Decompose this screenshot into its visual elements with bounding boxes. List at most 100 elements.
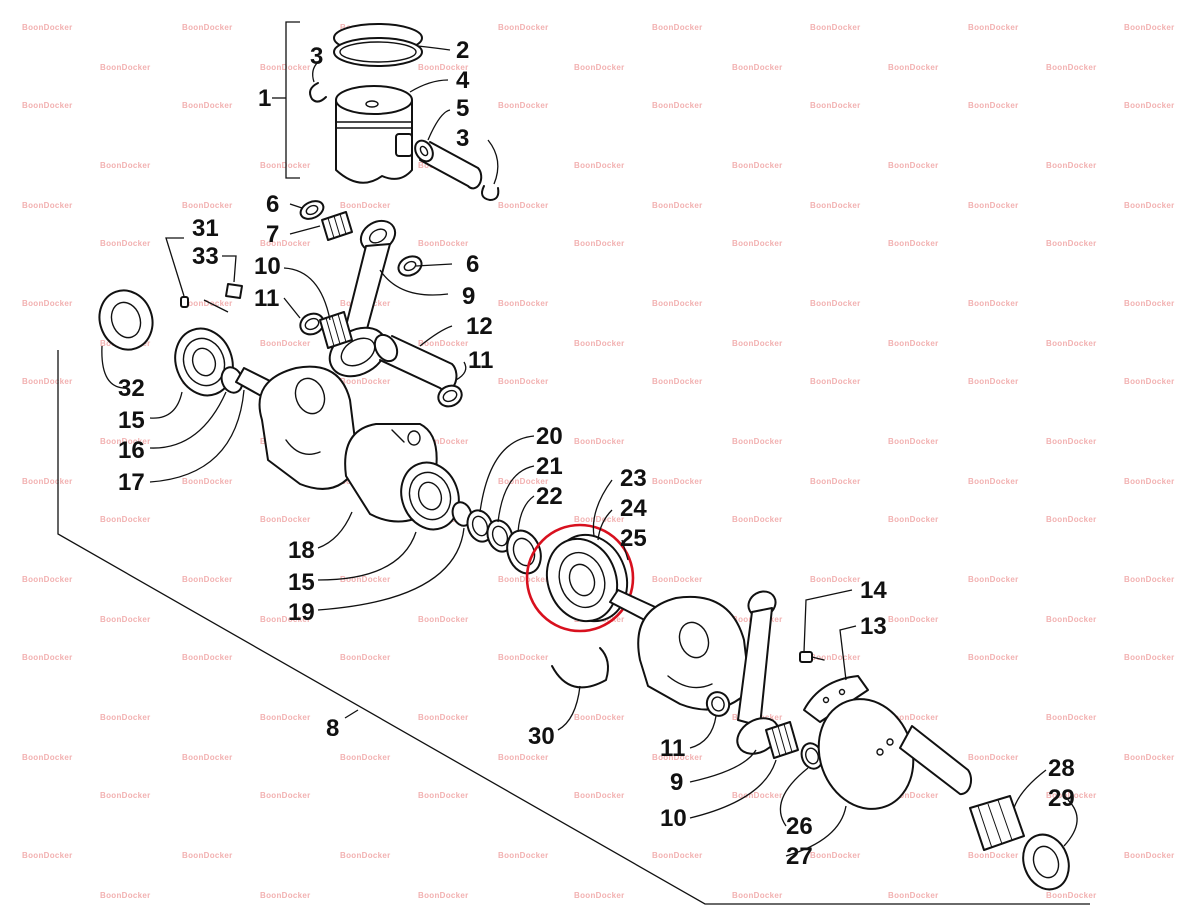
- watermark-text: BoonDocker: [888, 339, 939, 348]
- callout-15: 15: [118, 407, 145, 434]
- watermark-text: BoonDocker: [100, 63, 151, 72]
- big-end-washer-lower: [705, 691, 731, 717]
- watermark-text: BoonDocker: [1124, 377, 1175, 386]
- crankshaft-oil-seal-left: [98, 289, 154, 351]
- watermark-text: BoonDocker: [1124, 23, 1175, 32]
- watermark-text: BoonDocker: [1046, 713, 1097, 722]
- watermark-text: BoonDocker: [888, 437, 939, 446]
- callout-21: 21: [536, 453, 563, 480]
- watermark-text: BoonDocker: [418, 891, 469, 900]
- watermark-text: BoonDocker: [810, 653, 861, 662]
- small-end-needle-bearing: [321, 211, 353, 241]
- watermark-text: BoonDocker: [418, 437, 469, 446]
- watermark-text: BoonDocker: [22, 653, 73, 662]
- watermark-text: BoonDocker: [574, 63, 625, 72]
- watermark-text: BoonDocker: [418, 615, 469, 624]
- watermark-text: BoonDocker: [340, 377, 391, 386]
- watermark-text: BoonDocker: [340, 575, 391, 584]
- watermark-text: BoonDocker: [260, 239, 311, 248]
- watermark-text: BoonDocker: [182, 653, 233, 662]
- watermark-text: BoonDocker: [100, 239, 151, 248]
- crank-pin-washer: [437, 384, 463, 408]
- watermark-text: BoonDocker: [888, 239, 939, 248]
- watermark-text: BoonDocker: [810, 299, 861, 308]
- labyrinth-seal-sleeve: [486, 519, 514, 553]
- watermark-text: BoonDocker: [574, 339, 625, 348]
- watermark-text: BoonDocker: [260, 791, 311, 800]
- callout-16: 16: [118, 437, 145, 464]
- watermark-text: BoonDocker: [1046, 239, 1097, 248]
- watermark-text: BoonDocker: [100, 437, 151, 446]
- watermark-text: BoonDocker: [810, 101, 861, 110]
- callout-13: 13: [860, 613, 887, 640]
- watermark-text: BoonDocker: [498, 653, 549, 662]
- watermark-text: BoonDocker: [260, 891, 311, 900]
- callout-6: 6: [266, 191, 279, 218]
- watermark-text: BoonDocker: [100, 615, 151, 624]
- callout-20: 20: [536, 423, 563, 450]
- callout-22: 22: [536, 483, 563, 510]
- callout-24: 24: [620, 495, 647, 522]
- watermark-text: BoonDocker: [260, 713, 311, 722]
- watermark-text: BoonDocker: [968, 23, 1019, 32]
- watermark-text: BoonDocker: [260, 515, 311, 524]
- callout-labels: 1 2 3 4 5 3 6 7 6 10 9 11 12 11 31 33 32…: [118, 37, 1075, 870]
- watermark-text: BoonDocker: [888, 791, 939, 800]
- callout-25: 25: [620, 525, 647, 552]
- watermark-text: BoonDocker: [1046, 339, 1097, 348]
- watermark-text: BoonDocker: [732, 437, 783, 446]
- main-bearing-center: [400, 461, 460, 531]
- watermark-text: BoonDocker: [574, 791, 625, 800]
- watermark-text: BoonDocker: [652, 377, 703, 386]
- crank-half-left: [235, 365, 359, 490]
- watermark-text: BoonDocker: [968, 299, 1019, 308]
- big-end-needle-bearing-upper: [319, 311, 353, 349]
- watermark-text: BoonDocker: [418, 791, 469, 800]
- callout-3: 3: [456, 125, 469, 152]
- retaining-ring-c-clip: [551, 647, 609, 689]
- pto-needle-bearing: [969, 795, 1025, 851]
- piston-pin: [414, 139, 483, 190]
- callout-11: 11: [468, 347, 493, 374]
- callout-32: 32: [118, 375, 145, 402]
- watermark-text: BoonDocker: [182, 575, 233, 584]
- leader-lines: [101, 45, 1078, 857]
- watermark-text: BoonDocker: [1046, 891, 1097, 900]
- watermark-text: BoonDocker: [1046, 63, 1097, 72]
- watermark-text: BoonDocker: [418, 239, 469, 248]
- callout-5: 5: [456, 95, 469, 122]
- labyrinth-seal-ring: [506, 529, 542, 575]
- watermark-text: BoonDocker: [888, 891, 939, 900]
- watermark-text: BoonDocker: [22, 477, 73, 486]
- watermark-text: BoonDocker: [1124, 477, 1175, 486]
- watermark-text: BoonDocker: [652, 23, 703, 32]
- callout-6: 6: [466, 251, 479, 278]
- main-bearing-left: [174, 327, 234, 397]
- watermark-text: BoonDocker: [182, 477, 233, 486]
- watermark-text: BoonDocker: [732, 891, 783, 900]
- watermark-text: BoonDocker: [418, 63, 469, 72]
- woodruff-key: [225, 283, 243, 299]
- watermark-text: BoonDocker: [968, 753, 1019, 762]
- crank-half-right: [609, 589, 751, 711]
- watermark-text: BoonDocker: [1046, 791, 1097, 800]
- watermark-text: BoonDocker: [1046, 437, 1097, 446]
- watermark-text: BoonDocker: [968, 653, 1019, 662]
- watermark-text: BoonDocker: [1124, 575, 1175, 584]
- crankshaft-group-bracket: [57, 350, 1090, 905]
- watermark-text: BoonDocker: [968, 377, 1019, 386]
- watermark-text: BoonDocker: [498, 101, 549, 110]
- watermark-text: BoonDocker: [652, 101, 703, 110]
- piston: [335, 85, 413, 184]
- watermark-text: BoonDocker: [810, 23, 861, 32]
- watermark-text: BoonDocker: [652, 575, 703, 584]
- highlight-circle: [525, 523, 635, 633]
- crank-half-pto: [817, 698, 973, 810]
- watermark-text: BoonDocker: [1124, 851, 1175, 860]
- callout-11: 11: [254, 285, 279, 312]
- callout-17: 17: [118, 469, 145, 496]
- watermark-text: BoonDocker: [340, 201, 391, 210]
- watermark-text: BoonDocker: [418, 339, 469, 348]
